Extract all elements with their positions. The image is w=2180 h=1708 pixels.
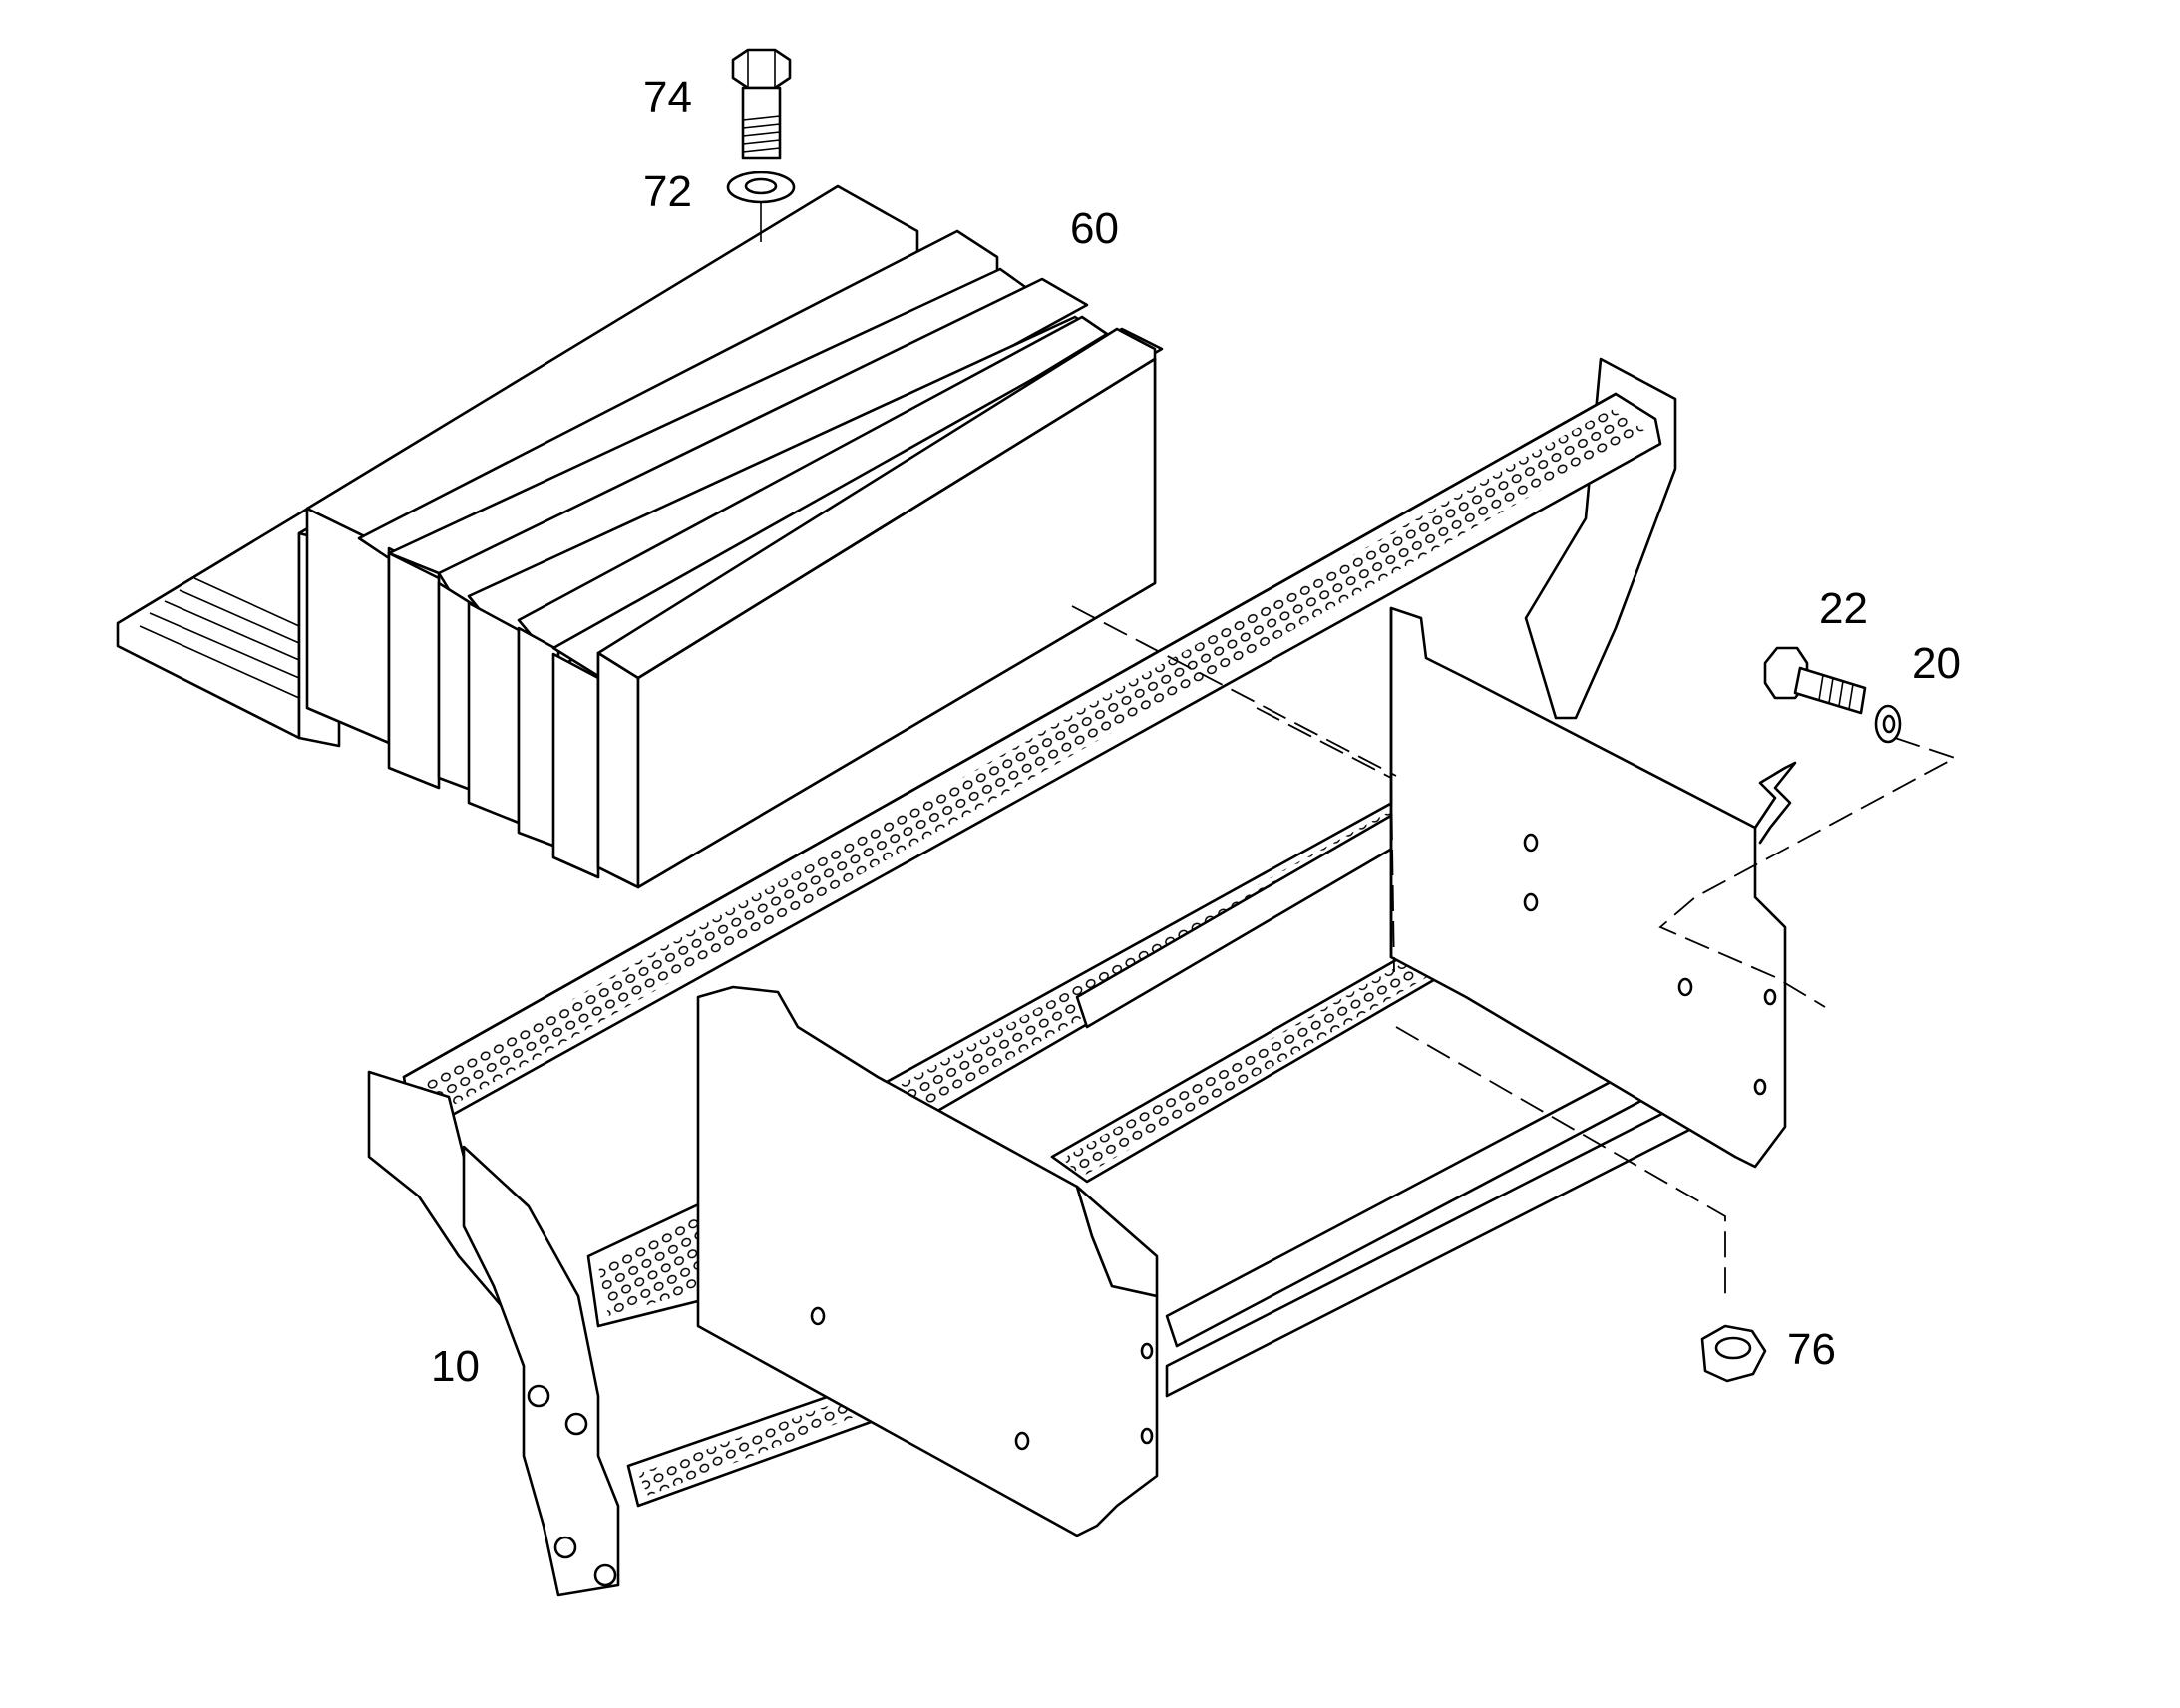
- callout-74: 74: [643, 73, 692, 122]
- callout-20: 20: [1912, 639, 1961, 688]
- pad-stack: [116, 184, 1164, 889]
- bolt-74: [731, 48, 792, 160]
- bolt-22: [1763, 646, 1867, 715]
- callout-76: 76: [1787, 1325, 1836, 1374]
- callout-10: 10: [431, 1342, 480, 1391]
- washer-72: [726, 171, 796, 242]
- step-assembly: [367, 357, 1797, 1597]
- assembly-dashed-lines: [1071, 605, 1958, 1296]
- washer-20: [1874, 704, 1902, 744]
- callout-22: 22: [1819, 584, 1868, 633]
- nut-76: [1700, 1324, 1767, 1383]
- callout-72: 72: [643, 168, 692, 216]
- callout-60: 60: [1070, 204, 1119, 253]
